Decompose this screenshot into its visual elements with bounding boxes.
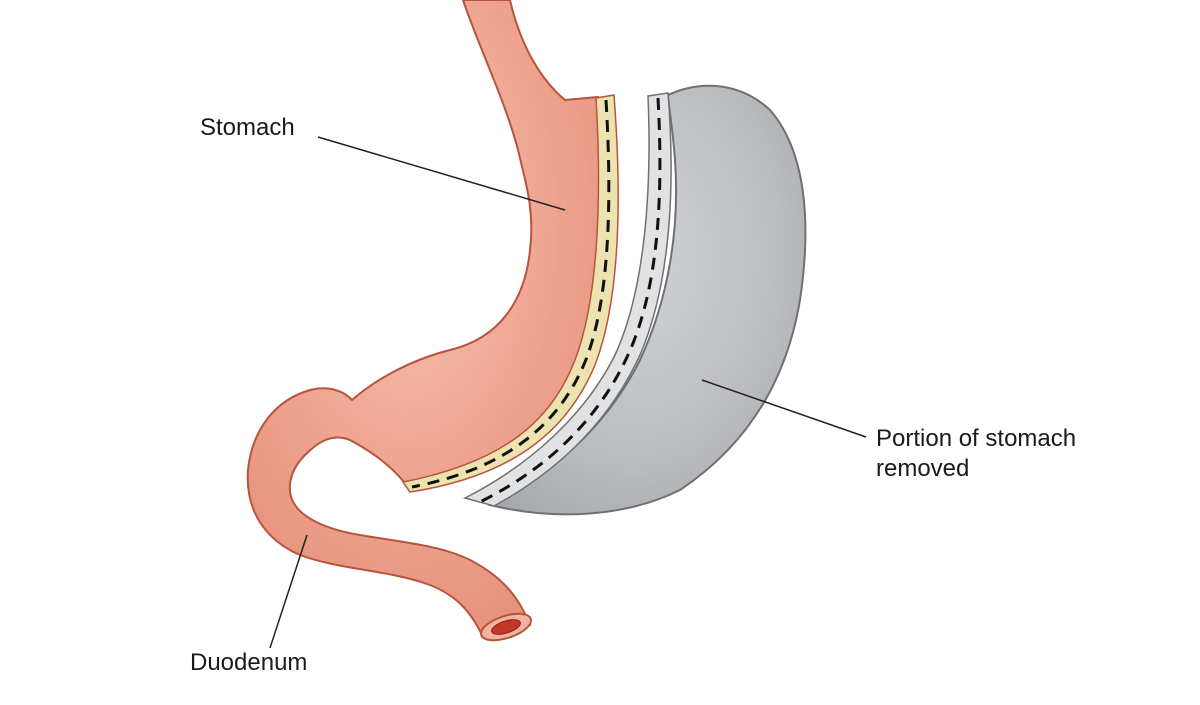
removed-portion-label-line1: Portion of stomach [876,425,1077,452]
duodenum-leader-line [269,534,308,649]
remaining-stomach [246,0,605,637]
duodenum-label: Duodenum [190,649,308,676]
removed-portion-staple-band [462,92,672,507]
stomach-leader-line [317,136,566,211]
removed-portion-leader-line [701,379,867,438]
remaining-stomach-dashed-line [411,99,611,489]
removed-portion-dashed-line [479,97,662,504]
removed-portion-label-line2: removed [876,455,970,482]
remaining-stomach-staple-band [401,94,619,493]
removed-stomach-portion [487,84,807,516]
duodenum-lumen [491,619,521,635]
removed-portion-label: Portion of stomach removed [876,424,1076,484]
stomach-label: Stomach [200,114,295,141]
